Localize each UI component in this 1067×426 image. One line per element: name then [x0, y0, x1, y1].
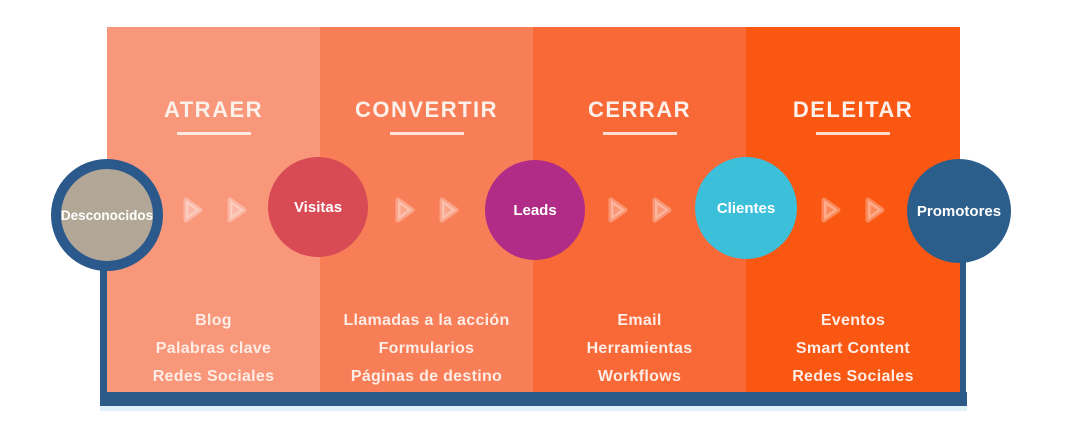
frame-glow [100, 406, 967, 411]
arrow-right-icon [394, 196, 416, 224]
node-label: Visitas [293, 198, 343, 216]
stage-item: Formularios [378, 340, 475, 357]
stage-item: Llamadas a la acción [343, 312, 510, 329]
title-underline [389, 132, 464, 135]
frame-bottom-bar [100, 392, 967, 406]
title-underline [176, 132, 251, 135]
stage-items-cerrar: Email Herramientas Workflows [533, 307, 746, 391]
stage-item: Redes Sociales [792, 368, 914, 385]
node-label: Promotores [916, 202, 1002, 220]
node-promotores: Promotores [907, 159, 1011, 263]
arrow-right-icon [651, 196, 673, 224]
arrow-right-icon [182, 196, 204, 224]
stage-item: Eventos [820, 312, 886, 329]
node-visitas: Visitas [268, 157, 368, 257]
arrow-right-icon [607, 196, 629, 224]
title-underline [602, 132, 677, 135]
stage-item: Páginas de destino [350, 368, 503, 385]
stage-title-deleitar: DELEITAR [792, 97, 914, 122]
stage-item: Email [617, 312, 662, 329]
stage-item: Herramientas [586, 340, 693, 357]
stage-item: Smart Content [795, 340, 911, 357]
stage-title-atraer: ATRAER [163, 97, 264, 122]
arrow-right-icon [820, 196, 842, 224]
node-label: Leads [513, 201, 557, 219]
stage-item: Palabras clave [155, 340, 272, 357]
stage-item: Redes Sociales [152, 368, 275, 385]
arrow-right-icon [438, 196, 460, 224]
node-leads: Leads [485, 160, 585, 260]
arrow-right-icon [226, 196, 248, 224]
stage-items-deleitar: Eventos Smart Content Redes Sociales [746, 307, 960, 391]
stage-item: Blog [195, 312, 232, 329]
stage-title-cerrar: CERRAR [587, 97, 692, 122]
title-underline [816, 132, 890, 135]
arrow-right-icon [864, 196, 886, 224]
node-label: Clientes [716, 199, 776, 217]
node-label: Desconocidos [60, 207, 154, 223]
stage-items-atraer: Blog Palabras clave Redes Sociales [107, 307, 320, 391]
stage-item: Workflows [597, 368, 682, 385]
node-clientes: Clientes [695, 157, 797, 259]
stage-panel-convertir: CONVERTIR Llamadas a la acción Formulari… [320, 27, 533, 392]
stage-items-convertir: Llamadas a la acción Formularios Páginas… [320, 307, 533, 391]
node-desconocidos: Desconocidos [51, 159, 163, 271]
stage-title-convertir: CONVERTIR [354, 97, 499, 122]
